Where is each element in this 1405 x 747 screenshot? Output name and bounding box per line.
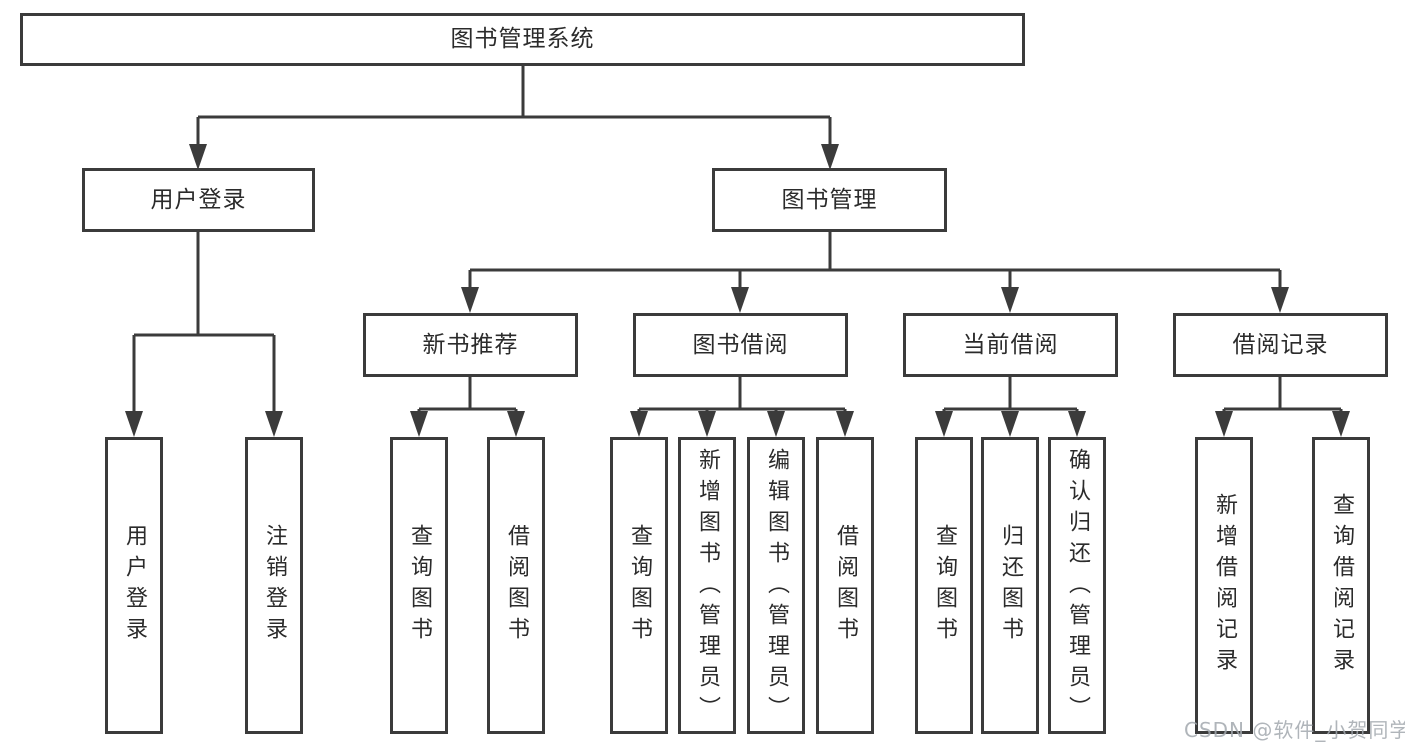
node-leaf-query-books-recommend: 查询图书	[390, 437, 448, 734]
node-leaf-borrow-books: 借阅图书	[816, 437, 874, 734]
node-leaf-edit-books-admin: 编辑图书（管理员）	[747, 437, 805, 734]
node-book-borrowing: 图书借阅	[633, 313, 848, 377]
node-leaf-add-books-admin: 新增图书（管理员）	[678, 437, 736, 734]
node-leaf-add-borrow-record: 新增借阅记录	[1195, 437, 1253, 734]
node-leaf-user-login: 用户登录	[105, 437, 163, 734]
node-book-management: 图书管理	[712, 168, 947, 232]
node-leaf-borrow-books-recommend: 借阅图书	[487, 437, 545, 734]
node-leaf-query-books-borrowing: 查询图书	[610, 437, 668, 734]
node-library-management-system: 图书管理系统	[20, 13, 1025, 66]
node-borrowing-records: 借阅记录	[1173, 313, 1388, 377]
node-leaf-confirm-return-admin: 确认归还（管理员）	[1048, 437, 1106, 734]
node-user-login: 用户登录	[82, 168, 315, 232]
node-leaf-logout: 注销登录	[245, 437, 303, 734]
node-leaf-query-books-current: 查询图书	[915, 437, 973, 734]
node-leaf-return-books: 归还图书	[981, 437, 1039, 734]
node-new-book-recommendation: 新书推荐	[363, 313, 578, 377]
node-leaf-query-borrow-record: 查询借阅记录	[1312, 437, 1370, 734]
csdn-watermark: CSDN @软件_小贺同学	[1184, 718, 1405, 742]
node-current-borrowing: 当前借阅	[903, 313, 1118, 377]
